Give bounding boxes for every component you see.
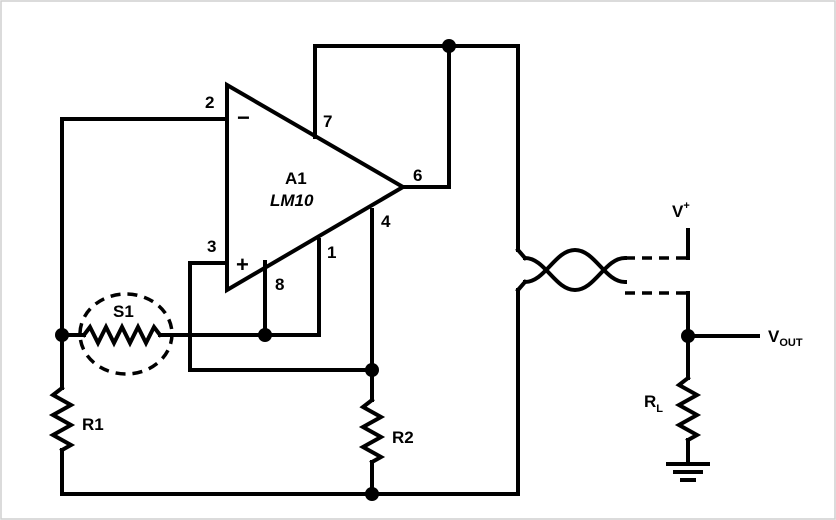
junction-dot-r2-top [365, 363, 379, 377]
junction-dot-vplus [442, 39, 456, 53]
pin-label-2: 2 [205, 93, 214, 112]
wire-pin2 [60, 117, 229, 337]
r2-resistor [358, 397, 386, 465]
wire-bottom-rail [60, 288, 520, 496]
r1-resistor [48, 385, 76, 453]
wire-pin7 [313, 44, 520, 252]
pin-label-6: 6 [413, 166, 422, 185]
pin-label-8: 8 [275, 275, 284, 294]
junction-dot-pin8 [258, 328, 272, 342]
rl-label: RL [644, 392, 663, 415]
r2-label: R2 [392, 428, 414, 447]
wire-pin6 [401, 44, 451, 189]
pin-label-4: 4 [381, 212, 391, 231]
sensor-resistor [81, 322, 163, 348]
twisted-pair-b [522, 247, 628, 285]
plus-sign: + [236, 252, 249, 277]
sensor-enclosure [78, 292, 174, 376]
r1-label: R1 [82, 415, 104, 434]
rl-resistor [674, 375, 702, 443]
wire-pin3 [188, 261, 374, 372]
sensor-label: S1 [113, 302, 134, 321]
vout-label: VOUT [768, 327, 803, 349]
junction-dot-left [55, 328, 69, 342]
twisted-pair-a [522, 255, 628, 293]
junction-dot-bottom [365, 487, 379, 501]
wire-pin1 [263, 238, 321, 337]
pin-label-1: 1 [327, 243, 336, 262]
opamp-name: A1 [285, 169, 307, 188]
pin-label-3: 3 [207, 237, 216, 256]
pin-label-7: 7 [323, 112, 332, 131]
minus-sign: − [237, 105, 250, 130]
vplus-label: V+ [672, 200, 690, 221]
junction-dot-vout [681, 329, 695, 343]
opamp-part: LM10 [270, 191, 314, 210]
